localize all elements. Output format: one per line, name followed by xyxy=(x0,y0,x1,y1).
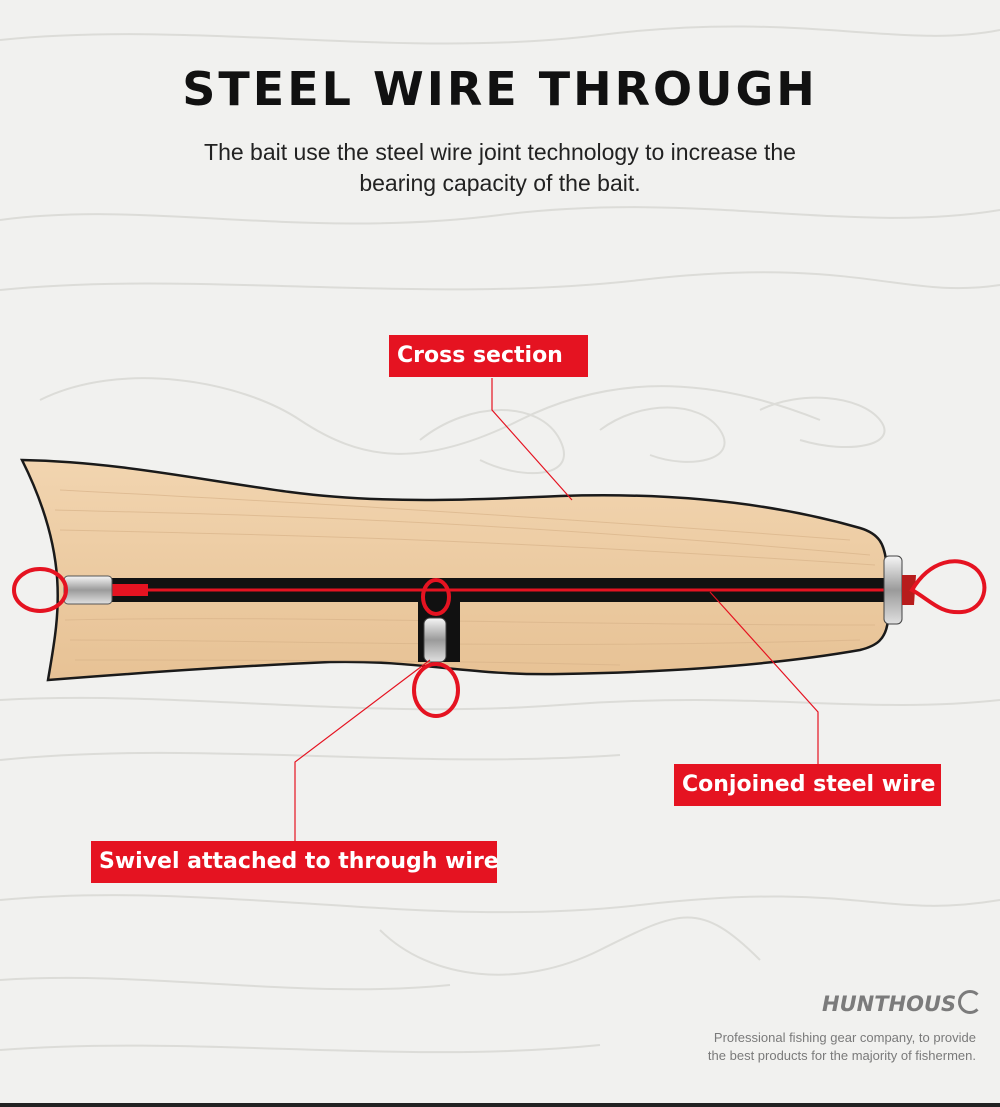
bottom-border xyxy=(0,1103,1000,1107)
swivel-barrel xyxy=(423,617,447,663)
front-metal-sleeve xyxy=(63,575,113,605)
swivel-label: Swivel attached to through wire xyxy=(91,841,499,883)
brand-name: HUNTHOUS xyxy=(822,992,957,1016)
tail-metal-cap xyxy=(883,555,903,625)
swivel-top-loop xyxy=(421,578,451,616)
wood-grain-lines xyxy=(54,489,876,666)
page-title: STEEL WIRE THROUGH xyxy=(182,62,818,116)
tagline-line-2: the best products for the majority of fi… xyxy=(707,1048,976,1063)
front-eye-loop xyxy=(12,567,68,613)
cross-section-label: Cross section xyxy=(389,335,588,377)
brand-logo: HUNTHOUS xyxy=(822,990,983,1016)
tail-coil xyxy=(902,575,916,605)
conjoined-steel-wire-label: Conjoined steel wire xyxy=(674,764,941,806)
subtitle-line-1: The bait use the steel wire joint techno… xyxy=(204,139,796,165)
hook-logo-icon xyxy=(958,990,983,1014)
steel-wire-leader-line xyxy=(709,591,819,764)
subtitle-line-2: bearing capacity of the bait. xyxy=(359,170,641,196)
cross-section-leader-line xyxy=(491,378,573,501)
tagline-line-1: Professional fishing gear company, to pr… xyxy=(713,1030,976,1045)
swivel-leader-line xyxy=(294,659,431,841)
swivel-bottom-loop xyxy=(412,662,460,718)
brand-tagline: Professional fishing gear company, to pr… xyxy=(600,1029,976,1065)
subtitle: The bait use the steel wire joint techno… xyxy=(120,137,880,199)
tail-eye-loop xyxy=(909,559,987,615)
